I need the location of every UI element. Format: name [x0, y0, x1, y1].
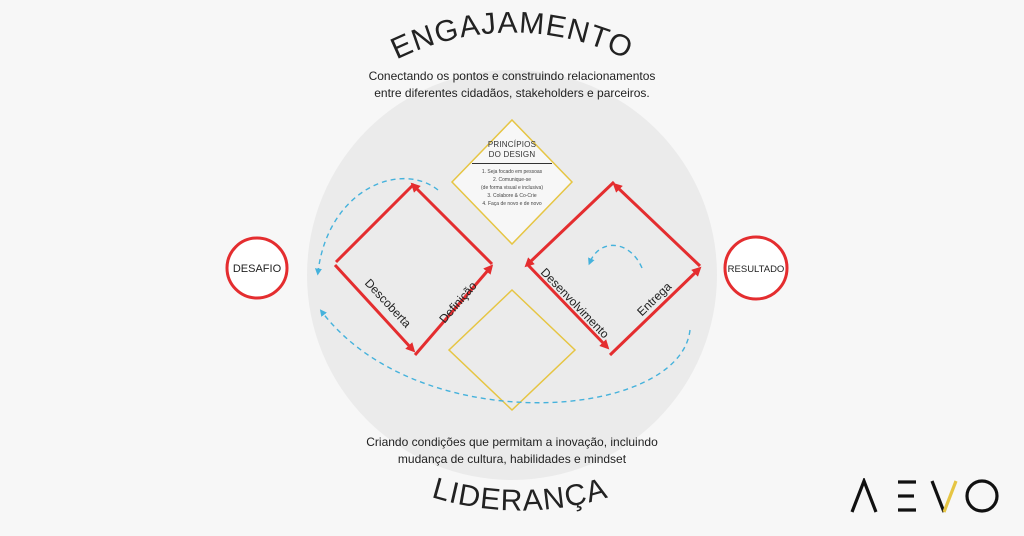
principles-title-line1: PRINCÍPIOS	[487, 140, 537, 149]
design-principles: PRINCÍPIOS DO DESIGN 1. Seja focado em p…	[472, 140, 552, 208]
engagement-subtitle-line1: Conectando os pontos e construindo relac…	[368, 69, 656, 83]
aevo-logo	[850, 478, 999, 513]
principle-item: 4. Faça de novo e de novo	[482, 201, 542, 207]
engagement-subtitle: Conectando os pontos e construindo relac…	[312, 68, 712, 102]
feedback-arrow-small-right	[588, 244, 643, 269]
result-label: RESULTADO	[728, 264, 785, 275]
deliver-arrow	[608, 266, 702, 357]
feedback-arrows	[314, 177, 691, 404]
principles-title-line2: DO DESIGN	[488, 150, 536, 159]
center-bottom-diamond	[447, 288, 577, 412]
right-return-arrow	[612, 182, 702, 268]
principle-item: (de forma visual e inclusiva)	[481, 185, 543, 191]
discover-arrow	[333, 263, 416, 353]
define-arrow	[413, 264, 494, 356]
leadership-subtitle-line2: mudança de cultura, habilidades e mindse…	[397, 452, 627, 466]
principle-item: 1. Seja focado em pessoas	[481, 169, 543, 175]
principles-diamond	[450, 118, 574, 246]
principles-divider	[472, 163, 552, 164]
right-diamond	[524, 180, 702, 357]
feedback-arrow-top-left	[314, 177, 439, 276]
left-return-arrow	[410, 182, 494, 266]
engagement-subtitle-line2: entre diferentes cidadãos, stakeholders …	[374, 86, 650, 100]
principle-item: 2. Comunique-se	[492, 177, 532, 183]
challenge-circle	[225, 236, 289, 300]
right-upper-arrow	[524, 180, 616, 268]
challenge-label: DESAFIO	[233, 263, 282, 275]
background-circle	[307, 70, 717, 480]
principles-title: PRINCÍPIOS DO DESIGN	[472, 140, 552, 160]
principle-item: 3. Colabore & Co-Crie	[487, 193, 537, 199]
left-upper-edge	[334, 182, 416, 264]
result-circle	[723, 235, 789, 301]
principles-list: 1. Seja focado em pessoas 2. Comunique-s…	[472, 168, 552, 208]
title-engajamento: ENGAJAMENTO	[386, 6, 638, 65]
left-diamond	[333, 182, 494, 356]
develop-arrow	[526, 263, 610, 350]
leadership-subtitle-line1: Criando condições que permitam a inovaçã…	[366, 435, 658, 449]
feedback-arrow-bottom	[319, 309, 691, 404]
leadership-subtitle: Criando condições que permitam a inovaçã…	[312, 434, 712, 468]
